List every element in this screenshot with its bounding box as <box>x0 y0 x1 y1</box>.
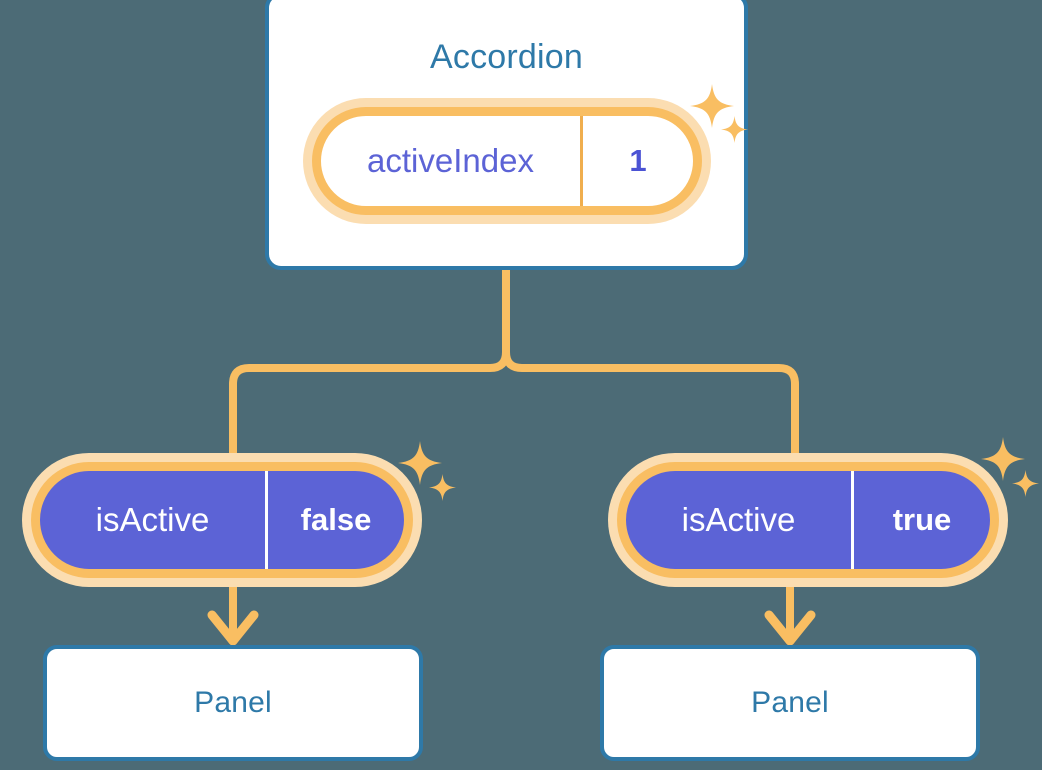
connector-branch-left <box>229 348 510 466</box>
state-value-label: 1 <box>629 143 647 178</box>
component-title: Panel <box>194 686 272 719</box>
component-card-panel-right[interactable]: Panel <box>600 645 980 761</box>
connector-branch-right <box>502 348 799 466</box>
component-title: Panel <box>751 686 829 719</box>
component-card-panel-left[interactable]: Panel <box>43 645 423 761</box>
state-key-label: activeIndex <box>321 116 583 206</box>
component-title: Accordion <box>430 38 583 76</box>
state-value-label: false <box>300 502 372 537</box>
state-pill-activeindex[interactable]: activeIndex 1 <box>312 107 702 215</box>
state-key-label: isActive <box>626 471 854 569</box>
state-pill-isactive-false[interactable]: isActive false <box>31 462 413 578</box>
down-arrow-icon-right <box>764 610 816 646</box>
state-pill-isactive-true[interactable]: isActive true <box>617 462 999 578</box>
state-value-label: true <box>892 502 952 537</box>
state-key-label: isActive <box>40 471 268 569</box>
down-arrow-icon-left <box>207 610 259 646</box>
